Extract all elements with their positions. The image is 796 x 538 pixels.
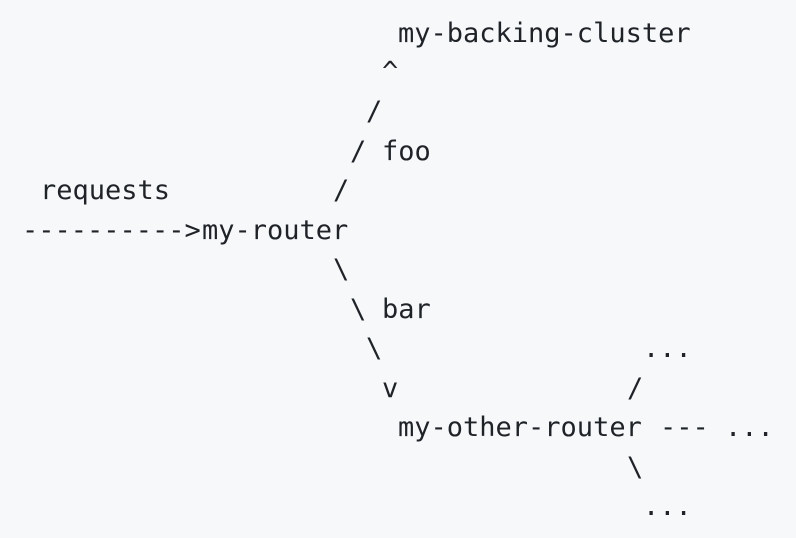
connector-slash-upper-branch: /	[627, 373, 644, 404]
ellipsis-right: ...	[725, 412, 774, 443]
connector-backslash-lower-branch: \	[627, 452, 644, 483]
node-my-router: my-router	[202, 215, 349, 246]
connector-backslash-1: \	[333, 254, 350, 285]
node-my-other-router: my-other-router	[398, 412, 642, 443]
arrowhead-down-v: v	[382, 373, 399, 404]
arrowhead-up-caret: ^	[382, 56, 399, 87]
ellipsis-lower: ...	[643, 491, 692, 522]
edge-label-bar: bar	[382, 294, 431, 325]
edge-label-foo: foo	[382, 136, 431, 167]
connector-dashes: ---	[660, 412, 709, 443]
connector-backslash-2: \	[350, 294, 367, 325]
connector-slash-2: /	[350, 136, 367, 167]
node-my-backing-cluster: my-backing-cluster	[398, 18, 691, 49]
requests-arrow: ---------->	[22, 215, 201, 246]
connector-backslash-3: \	[366, 333, 383, 364]
connector-slash-1: /	[366, 96, 383, 127]
edge-label-requests: requests	[40, 175, 171, 206]
connector-slash-3: /	[333, 175, 350, 206]
ellipsis-upper: ...	[643, 333, 692, 364]
